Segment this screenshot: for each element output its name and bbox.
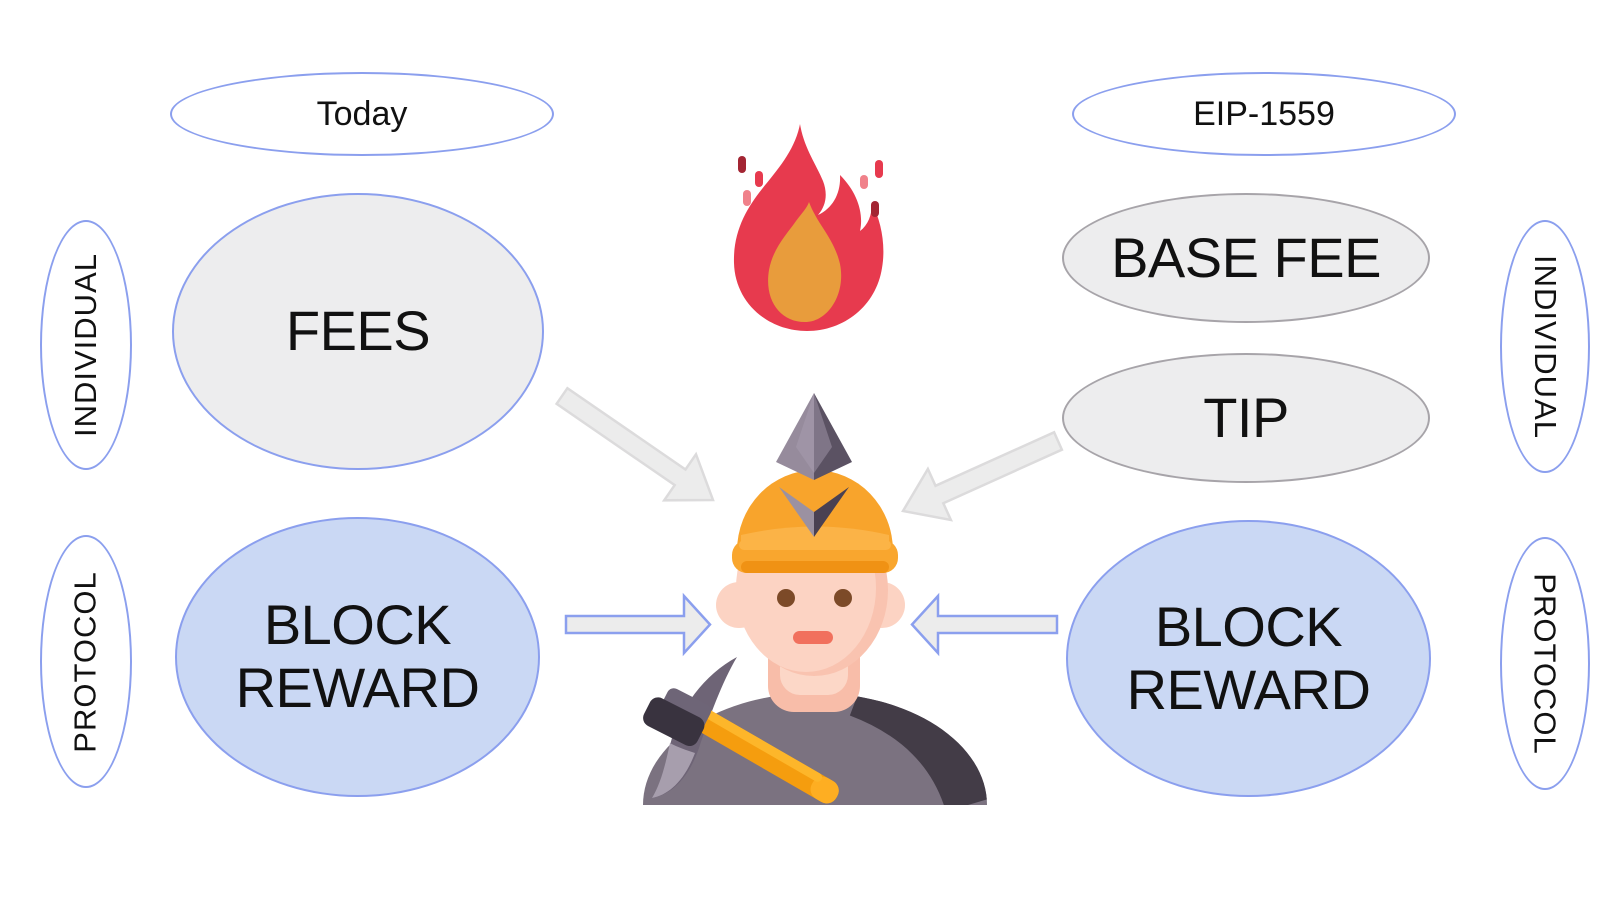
left-protocol-label: PROTOCOL xyxy=(68,570,103,753)
fees-bubble: FEES xyxy=(172,193,544,470)
miner-eye-left xyxy=(777,589,795,607)
tip-bubble: TIP xyxy=(1062,353,1430,483)
left-individual-bubble: INDIVIDUAL xyxy=(40,220,132,470)
miner-mouth xyxy=(793,631,833,644)
right-protocol-label: PROTOCOL xyxy=(1528,572,1563,755)
eth-diamond-highlight xyxy=(796,393,832,473)
miner-eye-right xyxy=(834,589,852,607)
pickaxe-collar xyxy=(658,688,712,734)
arrow-left-blockreward-to-miner xyxy=(564,592,712,657)
base-fee-bubble: BASE FEE xyxy=(1062,193,1430,323)
helmet-band xyxy=(741,526,889,550)
miner-ear-right xyxy=(859,582,905,628)
eth-logo-v-left xyxy=(779,487,814,537)
helmet-brim xyxy=(732,540,898,573)
miner-shoulder-strap xyxy=(849,693,987,805)
eip1559-header-bubble: EIP-1559 xyxy=(1072,72,1456,156)
flame-inner xyxy=(768,202,842,322)
left-protocol-bubble: PROTOCOL xyxy=(40,535,132,788)
right-block-reward-bubble: BLOCK REWARD xyxy=(1066,520,1431,797)
eth-diamond-right xyxy=(814,393,852,480)
left-block-reward-bubble: BLOCK REWARD xyxy=(175,517,540,797)
pickaxe-clamp xyxy=(643,697,705,747)
miner-neck xyxy=(768,625,860,712)
spark xyxy=(743,190,751,206)
pickaxe-handle xyxy=(691,707,839,804)
today-label: Today xyxy=(316,94,408,133)
helmet-brim-shadow xyxy=(741,561,889,573)
spark xyxy=(755,171,763,187)
arrow-right-blockreward-to-miner xyxy=(910,592,1059,657)
right-individual-bubble: INDIVIDUAL xyxy=(1500,220,1590,473)
eth-diamond-left xyxy=(776,393,814,480)
arrow-fees-to-miner xyxy=(554,386,715,502)
today-header-bubble: Today xyxy=(170,72,554,156)
miner-torso xyxy=(643,693,987,805)
eth-logo-v-right xyxy=(814,487,849,537)
spark xyxy=(871,201,879,217)
right-block-reward-label: BLOCK REWARD xyxy=(1126,594,1371,721)
miner-face xyxy=(736,504,876,672)
helmet-dome xyxy=(737,470,893,551)
spark xyxy=(860,175,868,189)
miner-ear-left xyxy=(716,582,762,628)
eip1559-label: EIP-1559 xyxy=(1193,94,1335,133)
pickaxe-handle-highlight xyxy=(699,707,823,782)
fire-icon xyxy=(733,124,884,331)
right-protocol-bubble: PROTOCOL xyxy=(1500,537,1590,790)
miner-neck-highlight xyxy=(780,625,848,695)
left-block-reward-label: BLOCK REWARD xyxy=(235,593,480,719)
spark xyxy=(875,160,883,178)
left-individual-label: INDIVIDUAL xyxy=(68,253,104,437)
spark xyxy=(738,156,746,173)
base-fee-label: BASE FEE xyxy=(1111,225,1381,289)
pickaxe-blade-tip xyxy=(652,743,695,798)
flame-outer xyxy=(733,124,884,331)
fees-label: FEES xyxy=(285,299,431,363)
right-individual-label: INDIVIDUAL xyxy=(1528,254,1564,439)
helmet-brim-highlight xyxy=(739,540,891,550)
pickaxe-handle-cap xyxy=(810,776,839,804)
miner-icon xyxy=(643,393,987,805)
arrow-tip-to-miner xyxy=(901,430,1064,522)
miner-face-shade xyxy=(740,504,888,676)
tip-label: TIP xyxy=(1203,385,1289,449)
pickaxe-blade xyxy=(652,657,737,798)
